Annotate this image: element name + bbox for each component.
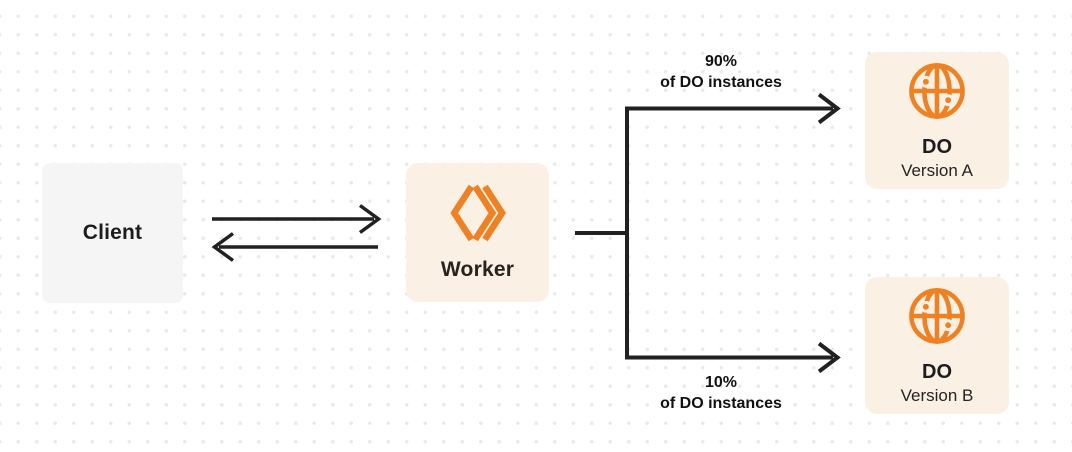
globe-circuit-icon <box>908 287 966 345</box>
arrowhead-left-icon <box>211 232 235 262</box>
do-version-a-node: DO Version A <box>865 52 1009 189</box>
do-version-b-node: DO Version B <box>865 277 1009 414</box>
bottom-branch-label: 10% of DO instances <box>621 372 821 414</box>
arrowhead-right-icon <box>358 204 382 234</box>
top-branch-label: 90% of DO instances <box>621 51 821 93</box>
workers-chevrons-icon <box>451 184 504 242</box>
arrowhead-bottom-branch-icon <box>817 341 841 374</box>
client-node: Client <box>42 163 183 303</box>
bottom-branch-caption: of DO instances <box>660 395 782 412</box>
bottom-branch-percent: 10% <box>704 374 738 391</box>
do-version-b-subtitle: Version B <box>900 386 974 405</box>
globe-circuit-icon <box>908 62 966 120</box>
client-label: Client <box>82 221 143 244</box>
do-version-a-subtitle: Version A <box>901 161 973 180</box>
top-branch-caption: of DO instances <box>660 74 782 91</box>
arrowhead-top-branch-icon <box>817 92 841 125</box>
do-version-b-title: DO <box>922 361 952 383</box>
worker-label: Worker <box>440 257 515 281</box>
top-branch-percent: 90% <box>704 53 738 70</box>
split-bracket <box>625 106 833 360</box>
worker-node: Worker <box>406 163 549 302</box>
do-version-a-title: DO <box>922 136 952 158</box>
